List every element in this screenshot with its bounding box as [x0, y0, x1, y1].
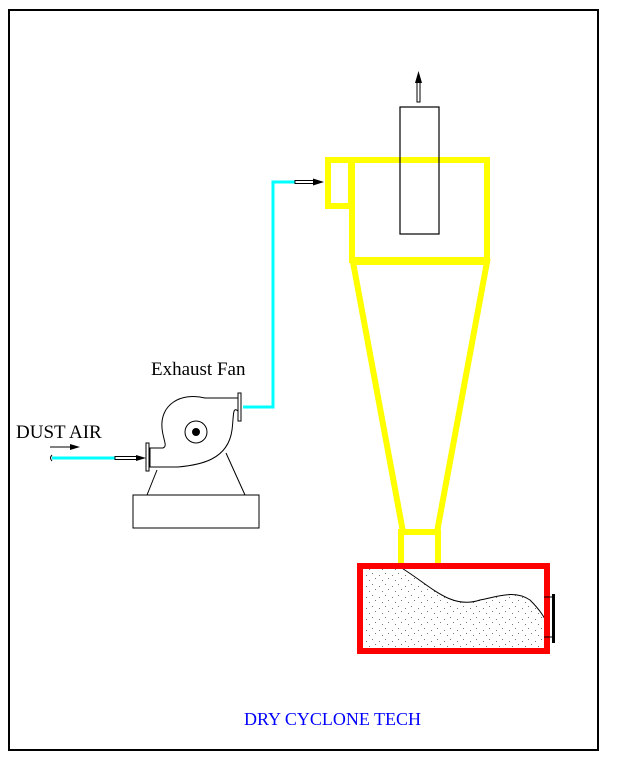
cyclone-cone — [349, 259, 491, 535]
fan-hub-icon — [192, 428, 200, 436]
vortex-finder — [399, 106, 440, 235]
exhaust-arrow-icon — [415, 71, 422, 103]
frame-border — [8, 9, 599, 751]
cyclone-dust-outlet — [398, 529, 441, 569]
inlet-arrow-icon — [294, 178, 324, 186]
duct-pipe — [243, 180, 295, 409]
dust-hopper — [357, 563, 555, 654]
exhaust-fan-label: Exhaust Fan — [151, 359, 246, 380]
diagram-title: DRY CYCLONE TECH — [244, 709, 421, 729]
cyclone-cylinder — [349, 157, 490, 263]
cyclone-body — [325, 157, 491, 569]
fan-base — [132, 494, 260, 529]
cyclone-inlet — [325, 157, 354, 209]
dust-pile — [362, 568, 546, 648]
discharge-gate — [552, 594, 555, 643]
dust-air-label: DUST AIR — [16, 422, 102, 443]
exhaust-fan — [132, 392, 260, 529]
flow-arrow-icon — [70, 444, 80, 450]
dust-air-inlet — [50, 444, 146, 462]
